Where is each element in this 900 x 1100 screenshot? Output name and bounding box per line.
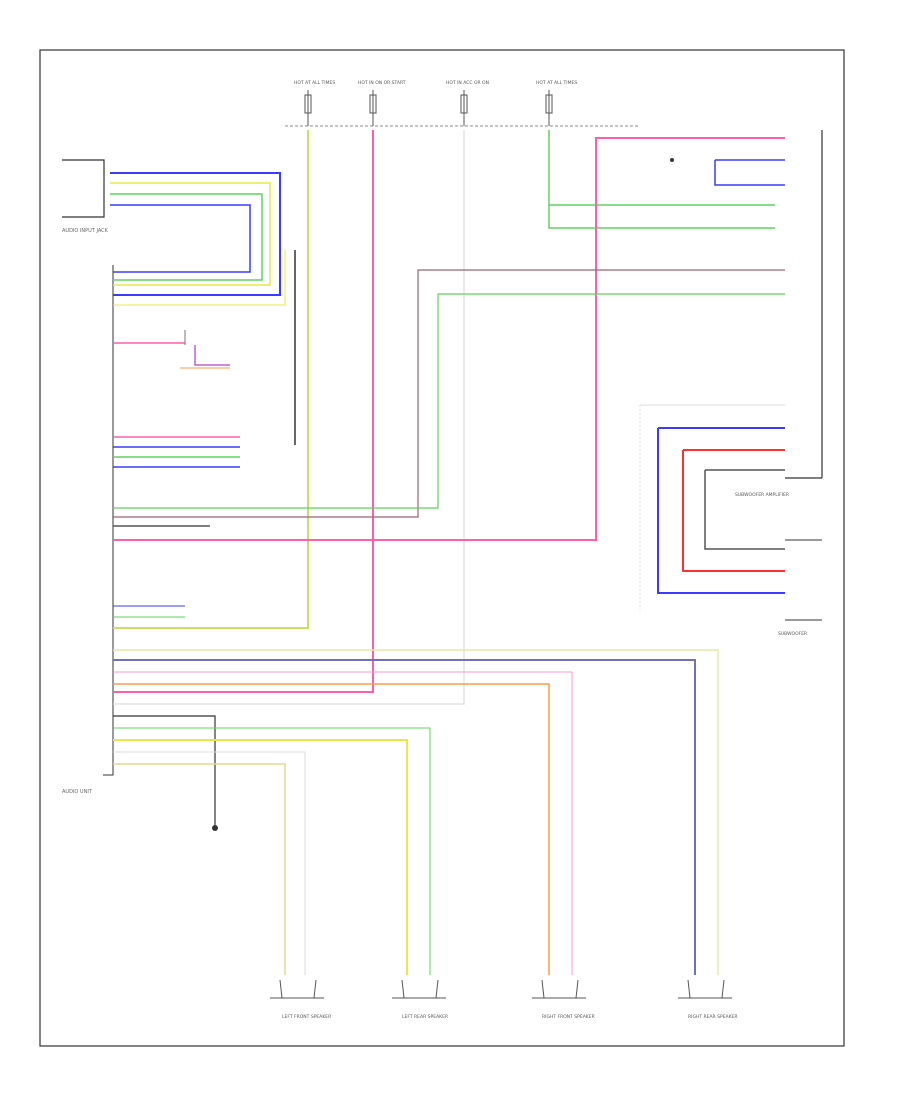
fuse-label-4: HOT AT ALL TIMES bbox=[536, 80, 577, 86]
speaker-right-rear: RIGHT REAR SPEAKER bbox=[678, 979, 738, 1020]
wire-pink-main bbox=[113, 137, 785, 541]
fuse-block: HOT AT ALL TIMES HOT IN ON OR START HOT … bbox=[285, 80, 640, 127]
audio-unit: AUDIO UNIT bbox=[62, 250, 296, 795]
subwoofer: SUBWOOFER bbox=[778, 539, 822, 637]
fuse-label-1: HOT AT ALL TIMES bbox=[294, 80, 335, 86]
fuse-label-3: HOT IN ACC OR ON bbox=[446, 80, 489, 86]
speaker-left-rear-label: LEFT REAR SPEAKER bbox=[402, 1014, 448, 1020]
wire-brown bbox=[113, 269, 785, 518]
ground-upper-right bbox=[670, 158, 785, 186]
fuse-label-2: HOT IN ON OR START bbox=[358, 80, 406, 86]
speaker-right-front: RIGHT FRONT SPEAKER bbox=[532, 979, 595, 1020]
fuse-3 bbox=[460, 90, 468, 126]
wire-green bbox=[113, 293, 785, 509]
speaker-right-front-label: RIGHT FRONT SPEAKER bbox=[542, 1014, 595, 1020]
speaker-right-rear-label: RIGHT REAR SPEAKER bbox=[688, 1014, 738, 1020]
fuse-1 bbox=[304, 90, 312, 126]
subwoofer-amplifier-label: SUBWOOFER AMPLIFIER bbox=[735, 492, 789, 498]
input-jack-wires bbox=[110, 172, 286, 306]
fuse-4 bbox=[545, 90, 553, 126]
subwoofer-amplifier: SUBWOOFER AMPLIFIER bbox=[639, 130, 823, 610]
speaker-left-rear: LEFT REAR SPEAKER bbox=[392, 979, 448, 1020]
audio-unit-pins bbox=[113, 330, 240, 618]
audio-input-jack-label: AUDIO INPUT JACK bbox=[62, 228, 109, 234]
fuse-feed-wires bbox=[113, 130, 775, 705]
audio-unit-label: AUDIO UNIT bbox=[62, 789, 93, 795]
speaker-wires bbox=[113, 649, 719, 975]
audio-input-jack: AUDIO INPUT JACK bbox=[62, 159, 109, 234]
subwoofer-label: SUBWOOFER bbox=[778, 631, 807, 637]
speaker-left-front-label: LEFT FRONT SPEAKER bbox=[282, 1014, 331, 1020]
fuse-2 bbox=[369, 90, 377, 126]
ground-symbol bbox=[212, 825, 218, 831]
speaker-left-front: LEFT FRONT SPEAKER bbox=[270, 979, 331, 1020]
diagram-frame bbox=[39, 49, 845, 1047]
